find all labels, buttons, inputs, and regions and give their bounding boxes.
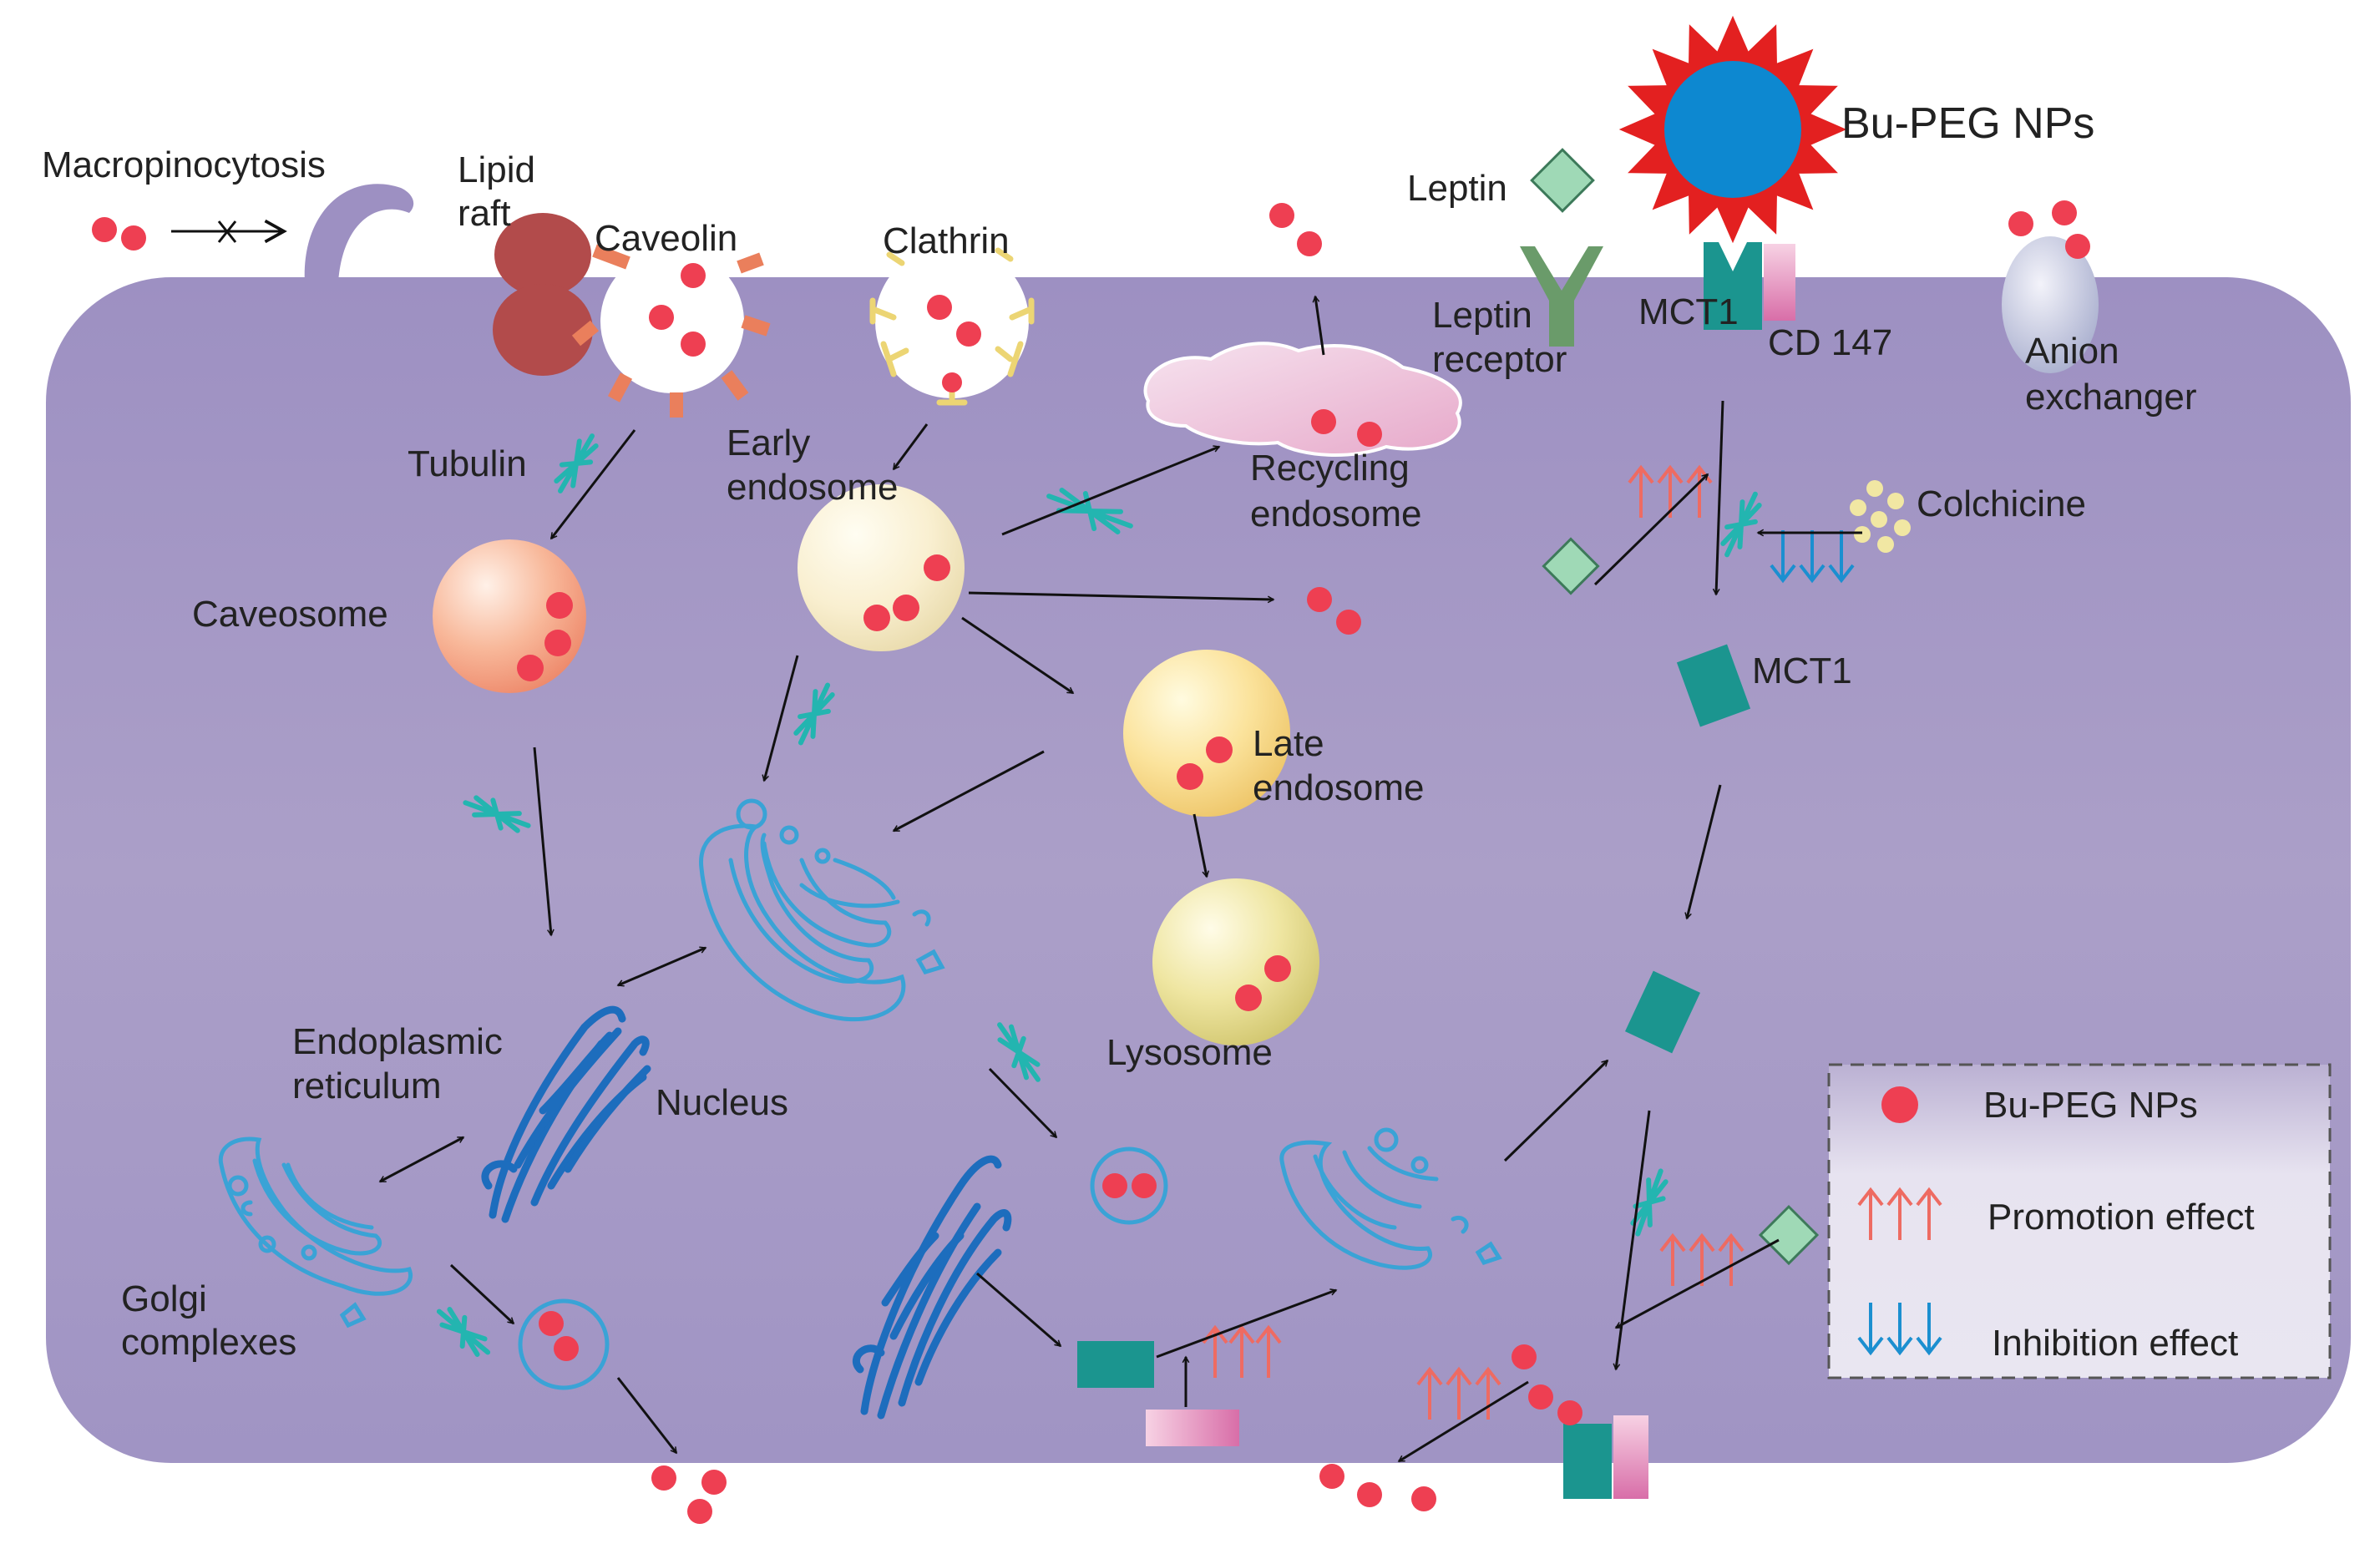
label-early-endosome-1: Early — [727, 423, 810, 463]
anion-exchanger — [2002, 236, 2099, 373]
label-er-1: Endoplasmic — [292, 1021, 503, 1062]
pathway-arrows — [171, 219, 1862, 1463]
label-clathrin: Clathrin — [883, 220, 1010, 261]
legend-np-label: Bu-PEG NPs — [1983, 1085, 2198, 1126]
tubulin-marks — [436, 433, 1762, 1357]
label-recycling-2: endosome — [1250, 494, 1421, 534]
label-tubulin: Tubulin — [408, 443, 527, 484]
cd147-transporter — [1146, 1410, 1239, 1446]
leptin-receptor — [1520, 246, 1603, 347]
legend-inhibition-label: Inhibition effect — [1992, 1323, 2238, 1364]
legend-promotion-label: Promotion effect — [1988, 1197, 2255, 1238]
golgi-nucleus — [699, 798, 945, 1022]
label-anion-1: Anion — [2025, 331, 2119, 372]
legend-inhibition-swatch — [1857, 1303, 1942, 1356]
caveosome — [433, 539, 586, 693]
vesicle-ring — [1090, 1146, 1168, 1225]
label-leptin: Leptin — [1407, 168, 1507, 209]
label-late-endosome-2: endosome — [1253, 767, 1424, 808]
label-er-2: reticulum — [292, 1065, 442, 1106]
mct1-cd147-exit — [1563, 1415, 1648, 1499]
label-recycling-1: Recycling — [1250, 448, 1410, 488]
label-late-endosome-1: Late — [1253, 723, 1324, 764]
label-lysosome: Lysosome — [1106, 1032, 1273, 1073]
label-colchicine: Colchicine — [1917, 483, 2086, 524]
cell-body — [46, 277, 2351, 1463]
mct1-transporter — [1624, 970, 1701, 1054]
np-dots — [92, 200, 2090, 1524]
label-golgi-2: complexes — [121, 1322, 296, 1363]
leptin-diamond — [1530, 148, 1595, 213]
label-golgi-1: Golgi — [121, 1278, 207, 1319]
label-caveosome: Caveosome — [192, 594, 388, 635]
recycling-endosome — [1143, 342, 1462, 457]
early-endosome — [798, 484, 965, 651]
label-bu-peg-nps: Bu-PEG NPs — [1841, 99, 2094, 148]
golgi-right — [1279, 1127, 1502, 1270]
lysosome — [1152, 878, 1319, 1045]
label-cd147: CD 147 — [1768, 322, 1892, 363]
er-center — [481, 1005, 651, 1223]
promotion-arrows — [1202, 464, 1744, 1420]
legend-promotion-swatch — [1857, 1187, 1942, 1240]
mct1-cd147-membrane — [1704, 242, 1795, 330]
legend: Bu-PEG NPs Promotion effect Inhibition e… — [1827, 1063, 2332, 1379]
label-leptin-receptor-2: receptor — [1432, 339, 1567, 380]
label-raft: raft — [458, 193, 511, 234]
vesicle-ring — [518, 1298, 610, 1390]
clathrin-vesicle — [869, 245, 1035, 406]
label-early-endosome-2: endosome — [727, 467, 898, 508]
er-lower — [852, 1155, 1012, 1420]
golgi-left — [218, 1136, 413, 1329]
colchicine-dots — [1850, 480, 1911, 553]
label-lipid: Lipid — [458, 149, 535, 190]
leptin-diamond — [1542, 537, 1600, 595]
bu-peg-nanoparticle — [1613, 9, 1853, 250]
label-caveolin: Caveolin — [595, 218, 737, 259]
label-macropinocytosis: Macropinocytosis — [42, 144, 326, 185]
legend-np-swatch — [1881, 1086, 1918, 1123]
mct1-transporter — [1676, 644, 1751, 727]
membrane-ruffle — [304, 184, 414, 284]
inhibition-arrows — [1770, 530, 1855, 584]
label-mct1-membrane: MCT1 — [1638, 291, 1739, 332]
mct1-transporter — [1077, 1341, 1154, 1388]
late-endosome — [1123, 650, 1290, 817]
lipid-raft — [493, 213, 593, 376]
label-anion-2: exchanger — [2025, 377, 2196, 418]
label-leptin-receptor-1: Leptin — [1432, 295, 1532, 336]
label-nucleus: Nucleus — [656, 1082, 788, 1123]
label-mct1-cytosol: MCT1 — [1752, 650, 1852, 691]
leptin-diamond — [1758, 1204, 1820, 1266]
